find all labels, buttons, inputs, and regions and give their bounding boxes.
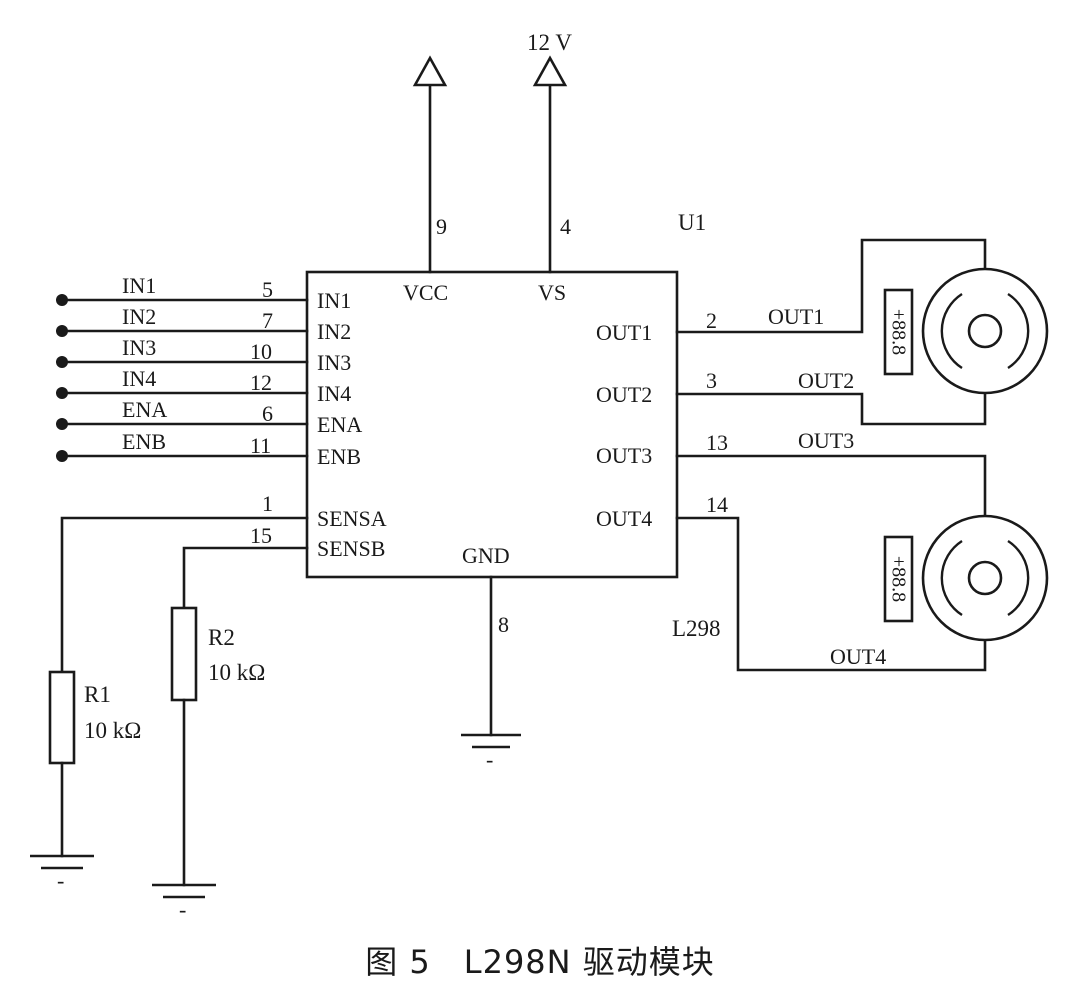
- r1-ref-label: R1: [84, 682, 111, 707]
- sensa-wire: [60, 516, 309, 674]
- out1-pin-name: OUT1: [596, 320, 652, 345]
- in4-net-label: IN4: [122, 366, 156, 391]
- in2-net-label: IN2: [122, 304, 156, 329]
- input-line-in1: IN1 5 IN1: [56, 273, 351, 313]
- motor-1: +88.8: [883, 267, 1049, 395]
- motor-1-coil-left: [940, 292, 963, 370]
- output-line-out3: 13 OUT3: [675, 428, 987, 519]
- gnd-pin-name: GND: [462, 543, 510, 568]
- vcc-power-arrow: [412, 55, 448, 87]
- in3-pin-number: 10: [250, 339, 272, 364]
- sensa-pin-name: SENSA: [317, 506, 387, 531]
- out4-net-label: OUT4: [830, 644, 886, 669]
- sensb-pin-name: SENSB: [317, 536, 385, 561]
- resistor-r2: [170, 606, 198, 702]
- r2-ground-symbol: -: [152, 883, 216, 922]
- svg-text:-: -: [486, 747, 493, 772]
- r2-value-label: 10 kΩ: [208, 660, 265, 685]
- out1-net-label: OUT1: [768, 304, 824, 329]
- chip-ground-symbol: -: [461, 733, 521, 772]
- enb-pin-number: 11: [250, 433, 271, 458]
- input-line-enb: ENB 11 ENB: [56, 429, 361, 469]
- in1-pin-number: 5: [262, 277, 273, 302]
- svg-text:-: -: [179, 897, 186, 922]
- motor-2-coil-left: [940, 539, 963, 617]
- motor-2: +88.8: [883, 514, 1049, 642]
- vcc-pin-number: 9: [436, 214, 447, 239]
- vs-pin-number: 4: [560, 214, 571, 239]
- gnd-pin-number: 8: [498, 612, 509, 637]
- out4-pin-number: 14: [706, 492, 728, 517]
- input-line-in4: IN4 12 IN4: [56, 366, 351, 406]
- enb-net-label: ENB: [122, 429, 166, 454]
- chip-ref-label: U1: [678, 210, 706, 235]
- output-line-out1: 2 OUT1: [675, 238, 987, 334]
- motor-2-shaft: [967, 560, 1003, 596]
- motor-1-display: [883, 288, 914, 376]
- r2-ref-label: R2: [208, 625, 235, 650]
- in4-pin-number: 12: [250, 370, 272, 395]
- input-line-in3: IN3 10 IN3: [56, 335, 351, 375]
- vs-supply-label: 12 V: [527, 30, 572, 55]
- out1-pin-number: 2: [706, 308, 717, 333]
- sensb-wire: [182, 546, 309, 610]
- out2-net-label: OUT2: [798, 368, 854, 393]
- out3-net-label: OUT3: [798, 428, 854, 453]
- figure-caption: 图 5 L298N 驱动模块: [365, 943, 715, 981]
- input-line-in2: IN2 7 IN2: [56, 304, 351, 344]
- in3-net-label: IN3: [122, 335, 156, 360]
- svg-text:-: -: [57, 868, 64, 893]
- ena-pin-name: ENA: [317, 412, 362, 437]
- r1-value-label: 10 kΩ: [84, 718, 141, 743]
- chip-u1-body: [305, 270, 679, 579]
- input-line-ena: ENA 6 ENA: [56, 397, 362, 437]
- in3-pin-name: IN3: [317, 350, 351, 375]
- out2-pin-name: OUT2: [596, 382, 652, 407]
- output-line-out2: 3 OUT2: [675, 368, 987, 426]
- r1-ground-symbol: -: [30, 854, 94, 893]
- vcc-pin-name: VCC: [403, 280, 448, 305]
- motor-1-shaft: [967, 313, 1003, 349]
- in2-pin-number: 7: [262, 308, 273, 333]
- motor-1-display-text: +88.8: [888, 309, 910, 355]
- motor-2-display: [883, 535, 914, 623]
- in1-pin-name: IN1: [317, 288, 351, 313]
- out2-pin-number: 3: [706, 368, 717, 393]
- output-line-out4: 14 OUT4: [675, 492, 987, 672]
- ena-pin-number: 6: [262, 401, 273, 426]
- resistor-r1: [48, 670, 76, 765]
- sensb-pin-number: 15: [250, 523, 272, 548]
- motor-1-coil-right: [1007, 292, 1030, 370]
- in2-pin-name: IN2: [317, 319, 351, 344]
- sensa-pin-number: 1: [262, 491, 273, 516]
- motor-2-coil-right: [1007, 539, 1030, 617]
- vs-pin-name: VS: [538, 280, 566, 305]
- in4-pin-name: IN4: [317, 381, 351, 406]
- out4-pin-name: OUT4: [596, 506, 652, 531]
- out3-pin-name: OUT3: [596, 443, 652, 468]
- motor-2-display-text: +88.8: [888, 556, 910, 602]
- out3-pin-number: 13: [706, 430, 728, 455]
- vs-power-arrow: [532, 55, 568, 87]
- enb-pin-name: ENB: [317, 444, 361, 469]
- chip-part-label: L298: [672, 616, 721, 641]
- in1-net-label: IN1: [122, 273, 156, 298]
- ena-net-label: ENA: [122, 397, 167, 422]
